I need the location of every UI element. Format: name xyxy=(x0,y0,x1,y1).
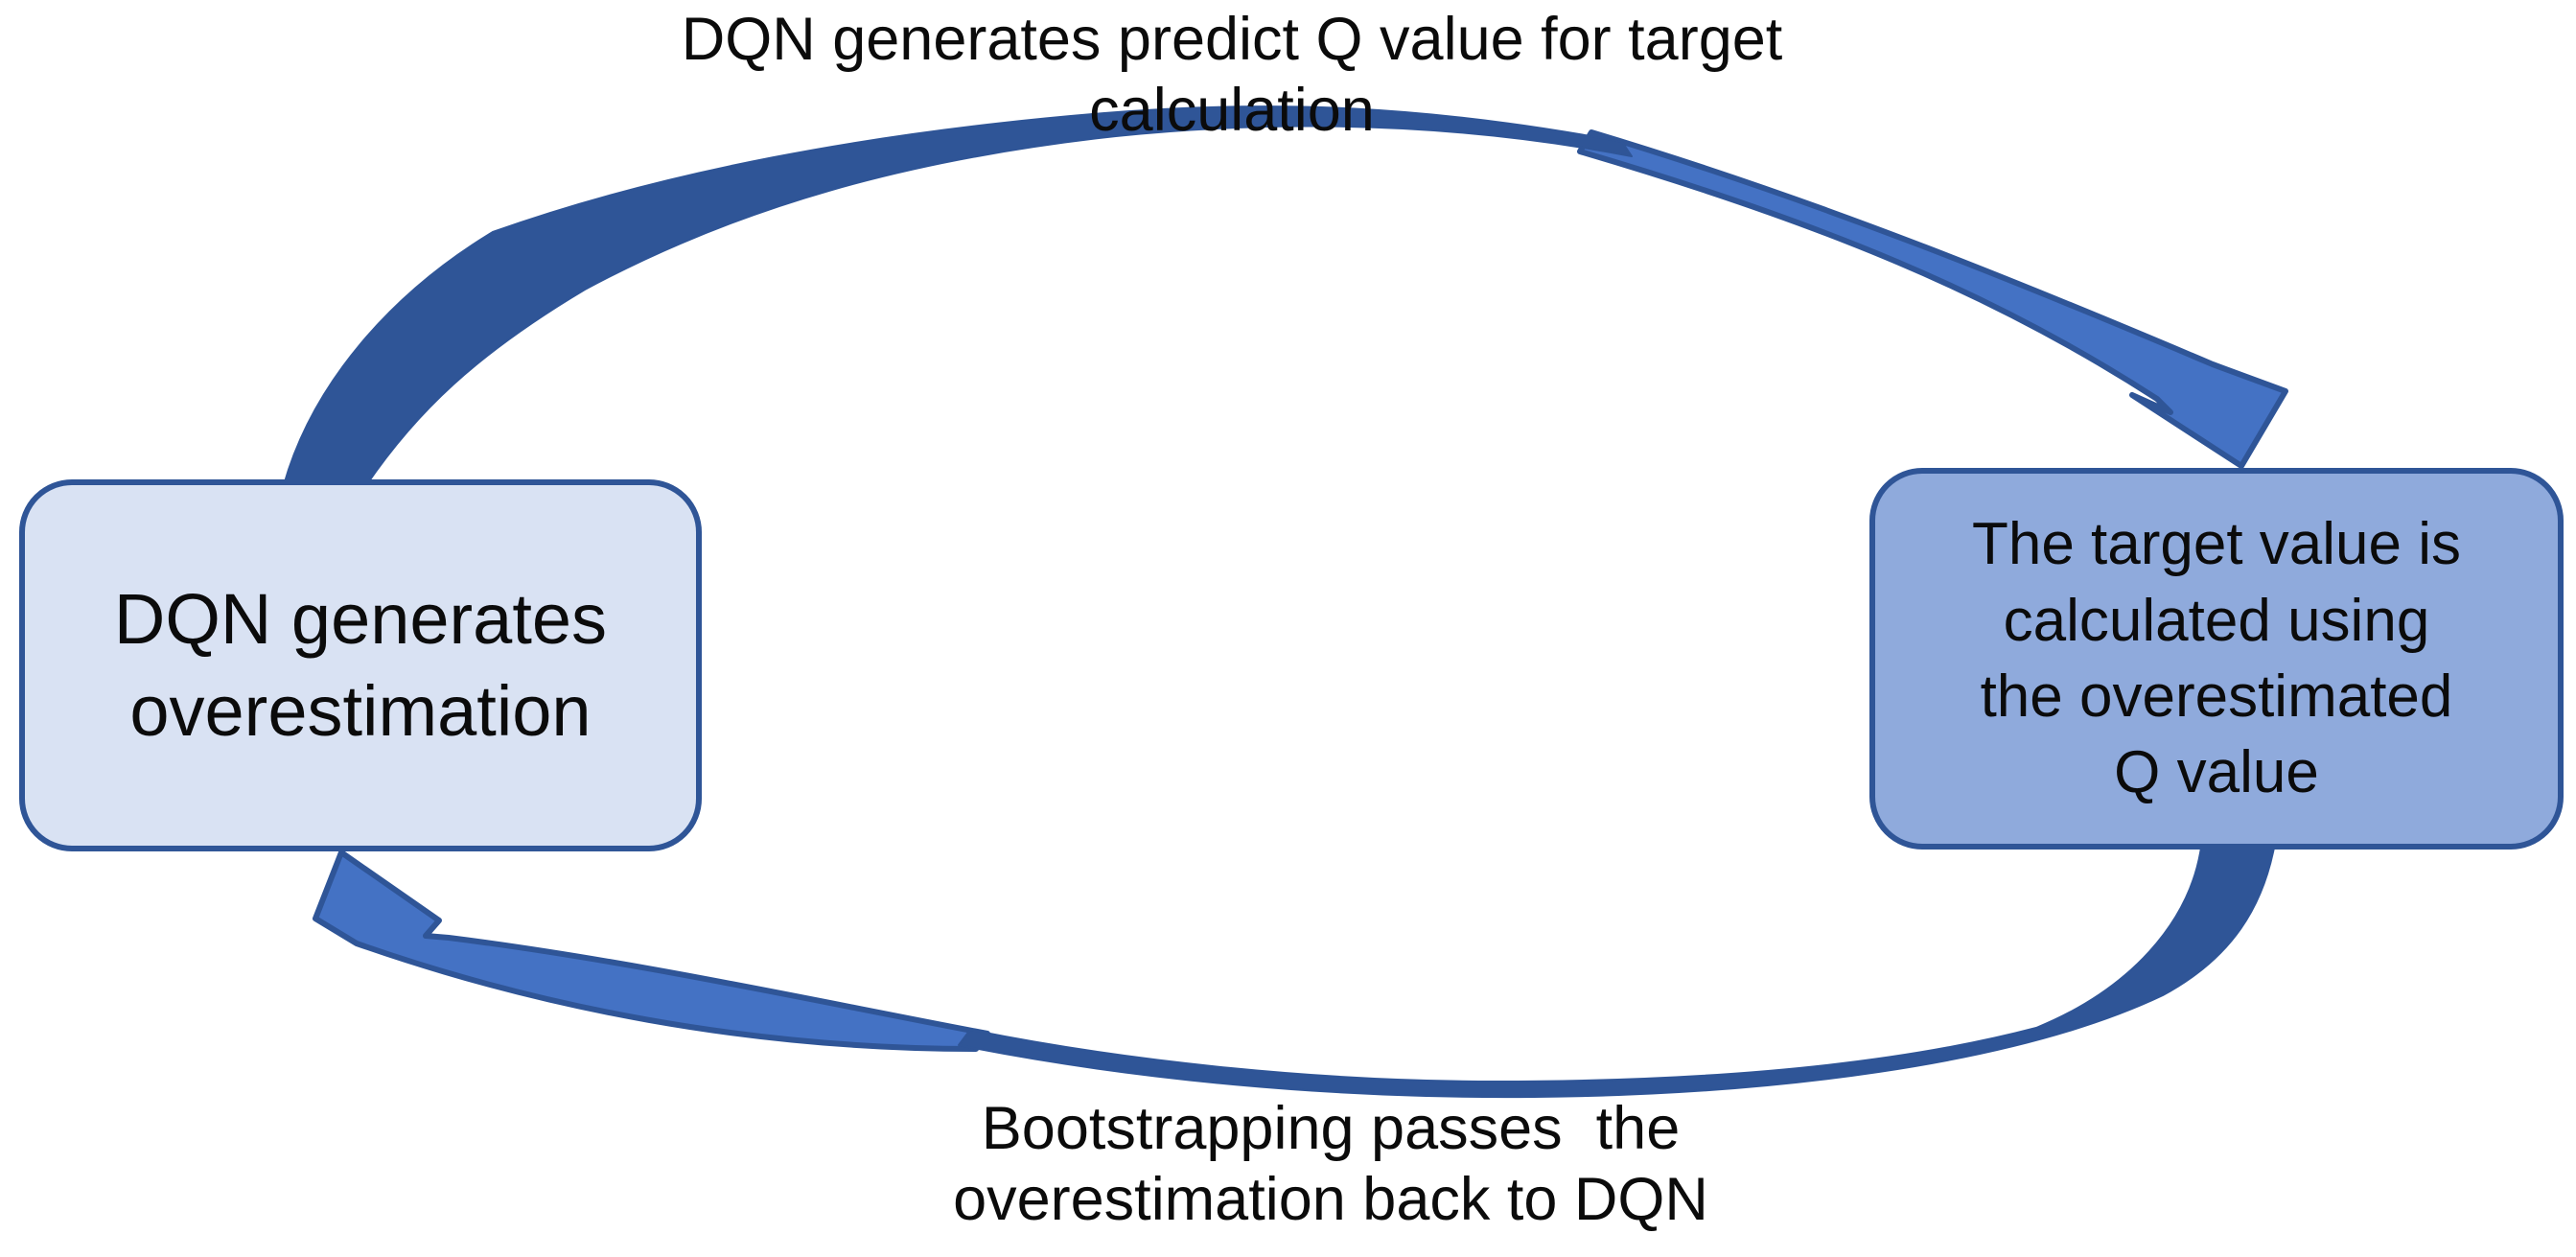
bottom-arrow-tail-icon xyxy=(958,847,2275,1099)
node-target-value-label: The target value is calculated using the… xyxy=(1971,511,2462,806)
top-arrow-tail-icon xyxy=(283,105,1633,486)
node-dqn-overestimation-label: DQN generates overestimation xyxy=(113,578,608,751)
node-target-value: The target value is calculated using the… xyxy=(1869,468,2564,850)
caption-bottom: Bootstrapping passes the overestimation … xyxy=(953,1095,1708,1234)
bottom-arrow-head-icon xyxy=(313,850,990,1052)
top-arrow-head-icon xyxy=(1577,129,2288,469)
caption-top: DQN generates predict Q value for target… xyxy=(681,6,1783,145)
node-dqn-overestimation: DQN generates overestimation xyxy=(19,479,702,851)
